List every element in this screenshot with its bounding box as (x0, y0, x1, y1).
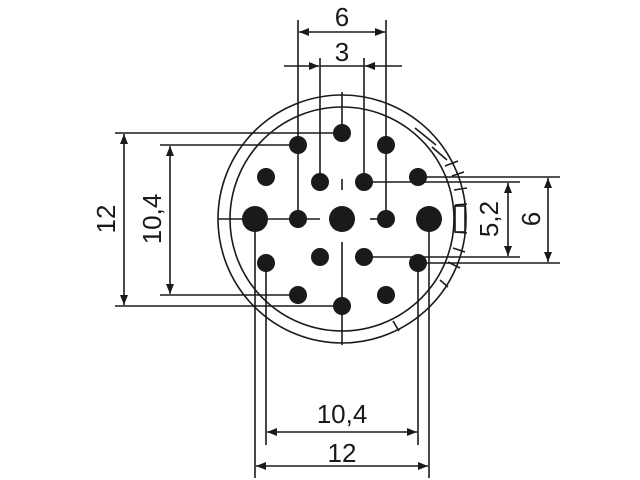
dim-left-inner: 10,4 (137, 194, 167, 245)
dimension-lines (120, 28, 552, 470)
pin (355, 173, 373, 191)
pin (333, 124, 351, 142)
pin (289, 136, 307, 154)
pin (333, 297, 351, 315)
leader-lines (115, 20, 560, 478)
pin (409, 168, 427, 186)
dim-right-inner: 5,2 (474, 201, 504, 237)
dim-bottom-inner: 10,4 (317, 399, 368, 429)
pin (377, 136, 395, 154)
pins (242, 124, 442, 315)
pin (257, 168, 275, 186)
pin (416, 206, 442, 232)
pin (289, 210, 307, 228)
pin (257, 254, 275, 272)
pin (329, 206, 355, 232)
pin (311, 173, 329, 191)
dim-left-outer: 12 (91, 205, 121, 234)
pin (377, 210, 395, 228)
dim-top-outer: 6 (335, 2, 349, 32)
dim-top-inner: 3 (335, 37, 349, 67)
pin (355, 248, 373, 266)
pin (311, 248, 329, 266)
pin (409, 254, 427, 272)
pin (289, 286, 307, 304)
dim-right-outer: 6 (516, 212, 546, 226)
dim-bottom-outer: 12 (328, 438, 357, 468)
pin (377, 286, 395, 304)
pin (242, 206, 268, 232)
